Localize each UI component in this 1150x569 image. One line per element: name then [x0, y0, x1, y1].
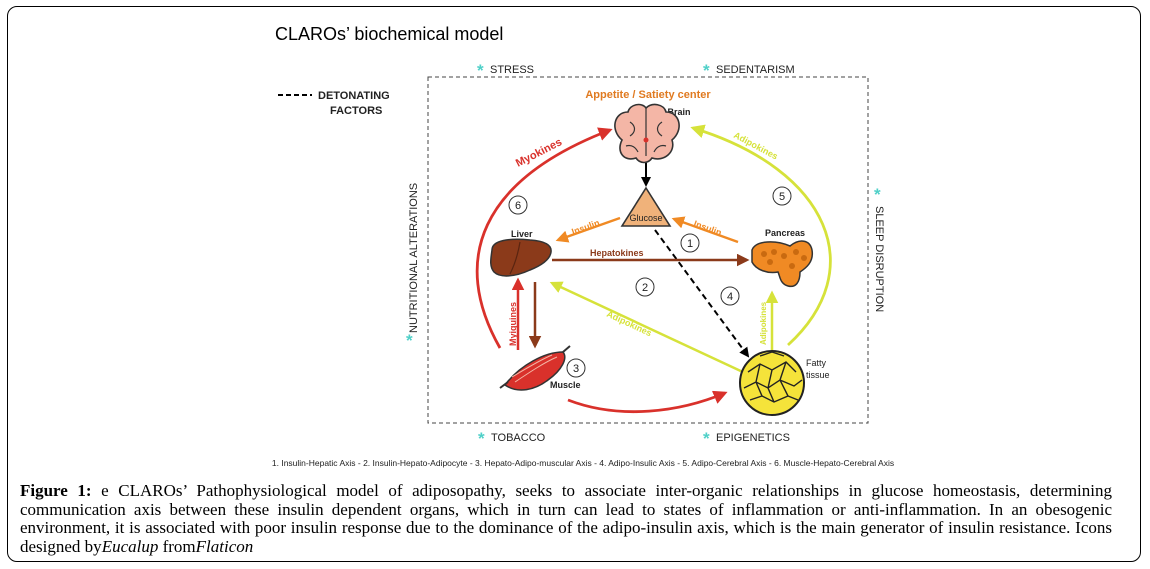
legend-label: DETONATING	[318, 90, 390, 102]
muscle-label: Muscle	[550, 380, 581, 390]
svg-text:2: 2	[642, 282, 648, 294]
caption-text: e CLAROs’ Pathophysiological model of ad…	[20, 481, 1112, 556]
caption-source: Flaticon	[195, 536, 254, 556]
asterisk-icon: *	[703, 429, 710, 448]
glucose-fatty-dashed-arrow	[654, 229, 750, 358]
axis-number-6: 6	[508, 195, 528, 215]
insulin-left-label: Insulin	[570, 218, 601, 237]
svg-text:1: 1	[687, 238, 693, 250]
factor-sleep: SLEEP DISRUPTION	[873, 206, 885, 312]
appetite-satiety-label: Appetite / Satiety center	[585, 89, 711, 101]
fatty-tissue-icon	[739, 350, 805, 416]
figure-title: CLAROs’ biochemical model	[275, 24, 503, 44]
axis-number-1: 1	[680, 233, 700, 253]
factor-epigenetics: EPIGENETICS	[716, 432, 790, 444]
glucose-icon	[620, 186, 672, 227]
factor-sedentarism: SEDENTARISM	[716, 64, 795, 76]
svg-text:4: 4	[727, 291, 733, 303]
caption-text-2: from	[158, 536, 196, 556]
myiquines-label: Myiquines	[508, 302, 518, 346]
glucose-label: Glucose	[629, 213, 662, 223]
asterisk-icon: *	[478, 429, 485, 448]
figure-caption: Figure 1: e CLAROs’ Pathophysiological m…	[20, 481, 1112, 556]
axis-number-2: 2	[635, 277, 655, 297]
myokines-label: Myokines	[514, 136, 564, 169]
legend-label-2: FACTORS	[330, 105, 382, 117]
factor-nutritional: NUTRITIONAL ALTERATIONS	[408, 183, 420, 333]
adipokines-vert-label: Adipokines	[759, 301, 768, 345]
factor-tobacco: TOBACCO	[491, 432, 546, 444]
muscle-fatty-arrow	[567, 390, 728, 414]
axis-number-3: 3	[566, 358, 586, 378]
adipokines-liver-arrow	[549, 281, 746, 375]
caption-label: Figure 1:	[20, 481, 92, 500]
liver-icon	[490, 238, 552, 277]
asterisk-icon: *	[477, 61, 484, 80]
asterisk-icon: *	[406, 331, 413, 350]
axes-legend: 1. Insulin-Hepatic Axis - 2. Insulin-Hep…	[272, 458, 894, 468]
asterisk-icon: *	[703, 61, 710, 80]
brain-label: Brain	[667, 107, 690, 117]
adipokines-brain-arrow	[690, 124, 832, 347]
brain-icon	[614, 103, 680, 164]
claros-diagram: CLAROs’ biochemical model DETONATING FAC…	[272, 24, 894, 468]
svg-text:3: 3	[573, 363, 579, 375]
myokines-arrow	[475, 127, 613, 349]
fatty-label-2: tissue	[806, 370, 830, 380]
insulin-right-label: Insulin	[692, 218, 723, 237]
axis-number-5: 5	[772, 186, 792, 206]
hepatokines-label: Hepatokines	[590, 248, 644, 258]
asterisk-icon: *	[874, 185, 881, 204]
factor-stress: STRESS	[490, 64, 534, 76]
caption-author: Eucalup	[101, 536, 159, 556]
svg-text:6: 6	[515, 200, 521, 212]
adipokines-mid-label: Adipokines	[605, 309, 653, 339]
svg-text:5: 5	[779, 191, 785, 203]
figure-frame	[7, 6, 1141, 562]
axis-number-4: 4	[720, 286, 740, 306]
liver-label: Liver	[511, 229, 533, 239]
pancreas-label: Pancreas	[765, 228, 805, 238]
detonating-factors-box	[427, 76, 869, 424]
insulin-liver-arrow	[555, 216, 621, 243]
fatty-label: Fatty	[806, 358, 827, 368]
pancreas-icon	[751, 240, 814, 288]
insulin-glucose-arrow	[671, 216, 739, 244]
muscle-icon	[499, 345, 571, 391]
